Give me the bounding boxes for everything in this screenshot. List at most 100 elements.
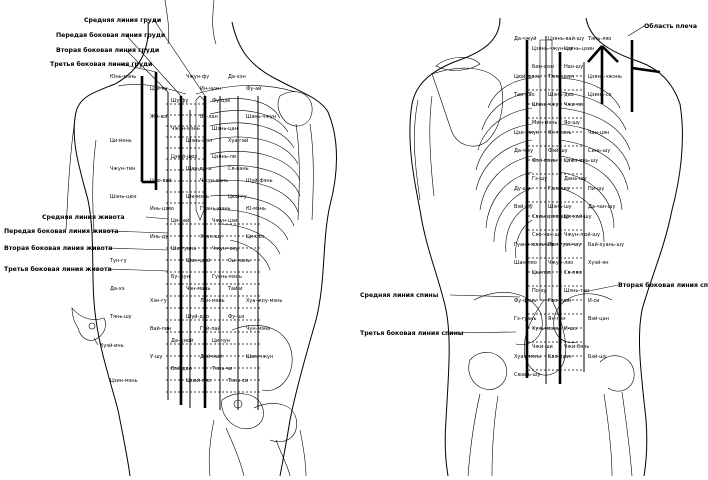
front-point-label: Хэн-гу <box>150 298 167 304</box>
back-point-label: Фэн-мэнь <box>532 158 557 164</box>
front-point-label: Шань-чжун <box>246 114 276 120</box>
back-point-label: Гэ-гуань <box>514 316 537 322</box>
front-line-label: Третья боковая линия живота <box>4 265 112 273</box>
back-point-label: Чжи-ян <box>564 102 583 108</box>
back-point-label: Хунь-мэнь <box>532 326 559 332</box>
back-humerus <box>414 95 435 201</box>
back-point-label: Вэй-цан <box>588 315 609 322</box>
front-line-label: Средняя линия живота <box>42 214 125 221</box>
back-point-label: Шэнь-тан <box>564 288 589 294</box>
back-meridian-line <box>631 66 661 74</box>
front-point-label: Чжун-вань <box>200 178 228 184</box>
front-humerus <box>295 123 314 221</box>
front-neck <box>164 0 217 45</box>
front-point-label: Ю-мэнь <box>246 206 266 212</box>
back-point-label: Ду-шу <box>514 186 530 192</box>
back-point-label: Пи-шу <box>588 186 604 192</box>
back-point-label: Бэй-шу <box>588 353 607 360</box>
front-point-label: Ци-хай <box>171 217 189 224</box>
front-point-label: Ци-чун <box>212 338 230 344</box>
inset-perineum-figure: Хуэй-инь <box>71 307 124 349</box>
front-point-label: Тун-гу <box>109 258 127 264</box>
back-point-label: Мин-мэнь <box>532 120 557 126</box>
front-point-label: Вай-лин <box>150 325 171 332</box>
front-body-outline-left <box>73 21 149 477</box>
front-point-label: Лян-мэнь <box>200 298 225 304</box>
back-point-label: Тао-дао <box>513 92 535 98</box>
front-point-label: Хуа-гай <box>228 137 248 144</box>
back-point-label: Да-чан-шу <box>588 204 615 210</box>
back-point-label: Бао-хуан <box>548 354 572 360</box>
back-label-leader <box>627 25 645 37</box>
front-point-label: Фу-цзе <box>212 98 230 104</box>
front-label-leader <box>119 63 157 73</box>
front-point-label: Ся-вань <box>228 166 249 172</box>
front-label-leader <box>107 268 169 272</box>
back-point-label: Вэй-шу <box>514 203 533 210</box>
back-point-label: Да-чжу <box>514 148 533 154</box>
back-point-label: Цзюэ-инь-шу <box>564 158 598 164</box>
front-point-label: Чжун-чжу <box>212 246 238 252</box>
back-point-label: Ян-ган <box>548 316 566 322</box>
front-point-label: Гуань-мэнь <box>212 274 242 280</box>
back-point-label: Дань-шу <box>564 176 587 182</box>
front-point-label: У-шу <box>150 354 162 360</box>
back-ribcage <box>475 77 631 259</box>
front-point-label: Шэнь-цан <box>212 126 238 132</box>
back-point-labels: Да-чжуйЦзянь-чжун-шуЦзянь-вай-шуЦзянь-цз… <box>513 35 624 378</box>
back-meridian-line <box>587 45 603 63</box>
back-point-label: Хуан-мэнь <box>514 354 541 360</box>
front-shoulder-joint <box>277 91 313 127</box>
back-point-label: Цы-ляо <box>532 270 551 276</box>
back-point-label: Цзи-чжун <box>514 130 539 136</box>
back-point-label: Гань-шу <box>548 186 570 192</box>
back-point-label: Цзянь-цзин <box>564 46 594 52</box>
front-point-label: Цзю-вэй <box>150 177 172 184</box>
front-point-label: Инь-цзяо <box>150 206 174 212</box>
front-label-leader <box>125 34 182 97</box>
back-point-label: Сюань-шу <box>514 372 540 378</box>
back-point-label: Пан-гуан-шу <box>548 242 581 248</box>
front-point-label: Бу-жун <box>171 274 190 280</box>
front-label-leader <box>107 247 169 251</box>
front-point-label: Фу-шэ <box>228 314 245 320</box>
front-point-label: Гуй-лай <box>200 325 221 332</box>
back-point-label: Чжи-ши <box>532 344 553 350</box>
back-point-label: Шэнь-шу <box>548 204 572 210</box>
front-torso-figure: Хуэй-инь Юнь-мэньЦзи-куШу-фуЧжун-фуИн-чу… <box>4 0 337 477</box>
front-point-label: Шэнь-цюэ <box>110 194 137 200</box>
back-point-label: Цзинь-со <box>588 92 612 98</box>
back-point-label: Ци-хай-шу <box>564 213 592 220</box>
front-label-leader <box>153 19 206 97</box>
front-point-label: Ци-сюэ <box>246 234 265 240</box>
front-point-label: Жи-юэ <box>150 114 168 120</box>
front-point-label: Цюй-гу <box>228 193 247 200</box>
front-point-label: Шан-цюй <box>186 257 210 264</box>
back-scapula <box>431 67 503 147</box>
back-point-label: Хуэй-ян <box>588 259 608 266</box>
back-line-label: Область плеча <box>644 22 697 30</box>
front-point-label: Ин-чуан <box>200 86 221 92</box>
back-acromion <box>435 57 481 71</box>
front-line-label: Третья боковая линия груди <box>50 60 152 68</box>
front-point-label: Да-хэ <box>110 286 125 292</box>
front-point-label: Ши-гуань <box>171 246 196 252</box>
front-line-label: Средняя линия груди <box>84 17 161 24</box>
back-point-label: Цзянь-чжэнь <box>588 74 622 80</box>
back-point-label: Ся-ляо <box>564 270 582 276</box>
front-point-label: Чжун-цзи <box>212 218 237 224</box>
front-point-label: Тай-и <box>227 285 242 292</box>
back-point-label: Синь-шу <box>588 148 610 154</box>
back-point-label: Бин-фэн <box>532 64 554 70</box>
front-point-label: Цзянь-ли <box>212 154 236 160</box>
back-point-label: Гэ-шу <box>532 176 547 182</box>
inset-point-label: Хуэй-инь <box>100 342 124 349</box>
back-point-label: Фэй-шу <box>548 147 568 154</box>
back-line-label: Вторая боковая линия спины <box>618 281 708 289</box>
back-point-label: Цзянь-вай-шу <box>548 35 584 42</box>
front-point-label: Да-хэн <box>228 74 246 80</box>
